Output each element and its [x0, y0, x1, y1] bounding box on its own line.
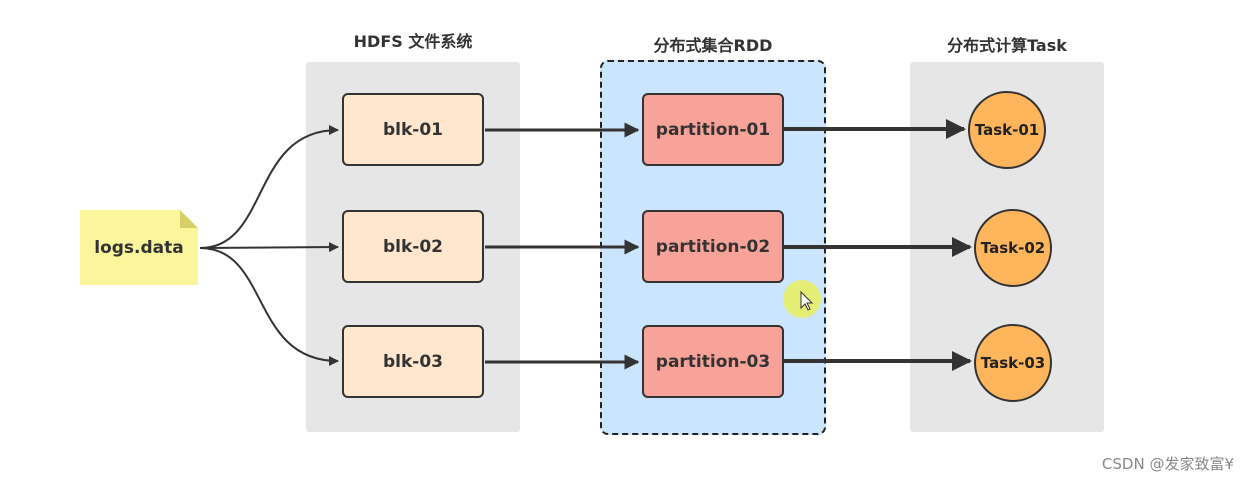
arrow-file-to-blk-02 — [199, 242, 339, 253]
hdfs-column-title: HDFS 文件系统 — [353, 32, 473, 51]
rdd-column-title: 分布式集合RDD — [653, 36, 773, 55]
task-01: Task-01 — [968, 91, 1046, 169]
block-blk-02: blk-02 — [342, 210, 484, 283]
partition-02: partition-02 — [642, 210, 784, 283]
partition-03: partition-03 — [642, 325, 784, 398]
arrow-file-to-blk-01 — [199, 125, 339, 249]
mouse-cursor-icon — [782, 279, 822, 323]
block-blk-01: blk-01 — [342, 93, 484, 166]
task-03: Task-03 — [974, 324, 1052, 402]
csdn-watermark: CSDN @发家致富¥ — [1101, 455, 1234, 473]
task-column-title: 分布式计算Task — [947, 36, 1067, 55]
task-02: Task-02 — [974, 209, 1052, 287]
partition-01: partition-01 — [642, 93, 784, 166]
note-shape-icon — [80, 210, 198, 285]
arrow-file-to-blk-03 — [199, 247, 339, 366]
logs-data-label: logs.data — [94, 237, 184, 258]
logs-data-file: logs.data — [80, 210, 198, 285]
block-blk-03: blk-03 — [342, 325, 484, 398]
